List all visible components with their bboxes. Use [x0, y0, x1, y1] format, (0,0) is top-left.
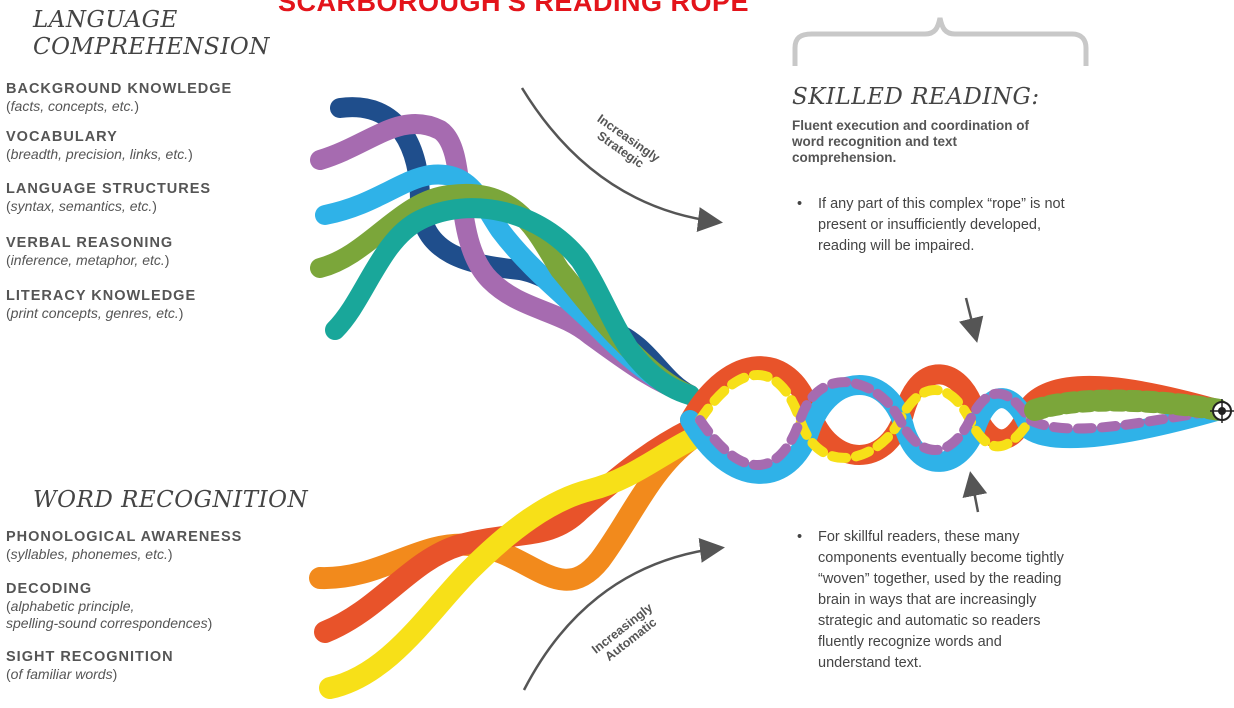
braided-rope	[690, 366, 1220, 474]
item-detail: (of familiar words)	[6, 666, 306, 683]
item-detail: (inference, metaphor, etc.)	[6, 252, 306, 269]
item-detail: (facts, concepts, etc.)	[6, 98, 306, 115]
word-recognition-heading: WORD RECOGNITION	[33, 487, 308, 514]
pointer-arrow-top	[966, 298, 976, 338]
item-detail: (syntax, semantics, etc.)	[6, 198, 306, 215]
language-comprehension-heading: LANGUAGE COMPREHENSION	[33, 7, 270, 61]
item-verbal-reasoning: VERBAL REASONING (inference, metaphor, e…	[6, 234, 306, 269]
bullet-text: If any part of this complex “rope” is no…	[818, 196, 1065, 254]
item-name: PHONOLOGICAL AWARENESS	[6, 528, 306, 546]
item-name: VERBAL REASONING	[6, 234, 306, 252]
skilled-reading-subtitle: Fluent execution and coordination of wor…	[792, 118, 1042, 166]
item-background-knowledge: BACKGROUND KNOWLEDGE (facts, concepts, e…	[6, 80, 306, 115]
page-title: SCARBOROUGH'S READING ROPE	[278, 0, 749, 18]
bullet-dot: •	[797, 194, 802, 215]
item-phonological-awareness: PHONOLOGICAL AWARENESS (syllables, phone…	[6, 528, 306, 563]
item-vocabulary: VOCABULARY (breadth, precision, links, e…	[6, 128, 306, 163]
item-literacy-knowledge: LITERACY KNOWLEDGE (print concepts, genr…	[6, 287, 306, 322]
item-name: DECODING	[6, 580, 306, 598]
bullet-text: For skillful readers, these many compone…	[818, 529, 1064, 671]
bullet-dot: •	[797, 527, 802, 548]
skilled-reading-bracket	[795, 18, 1086, 66]
item-name: LANGUAGE STRUCTURES	[6, 180, 306, 198]
item-detail: spelling-sound correspondences)	[6, 615, 306, 632]
item-language-structures: LANGUAGE STRUCTURES (syntax, semantics, …	[6, 180, 306, 215]
item-sight-recognition: SIGHT RECOGNITION (of familiar words)	[6, 648, 306, 683]
item-detail: (syllables, phonemes, etc.)	[6, 546, 306, 563]
item-decoding: DECODING (alphabetic principle, spelling…	[6, 580, 306, 632]
item-detail: (alphabetic principle,	[6, 598, 306, 615]
skilled-reading-heading: SKILLED READING:	[792, 84, 1040, 111]
heading-line: COMPREHENSION	[33, 34, 270, 61]
bullet-rope-impaired: • If any part of this complex “rope” is …	[818, 194, 1078, 257]
item-name: SIGHT RECOGNITION	[6, 648, 306, 666]
item-detail: (print concepts, genres, etc.)	[6, 305, 306, 322]
word-strands	[320, 430, 690, 688]
item-name: LITERACY KNOWLEDGE	[6, 287, 306, 305]
bullet-woven-together: • For skillful readers, these many compo…	[818, 527, 1078, 674]
pointer-arrow-bottom	[971, 476, 978, 512]
heading-line: LANGUAGE	[33, 7, 270, 34]
item-name: BACKGROUND KNOWLEDGE	[6, 80, 306, 98]
item-name: VOCABULARY	[6, 128, 306, 146]
item-detail: (breadth, precision, links, etc.)	[6, 146, 306, 163]
